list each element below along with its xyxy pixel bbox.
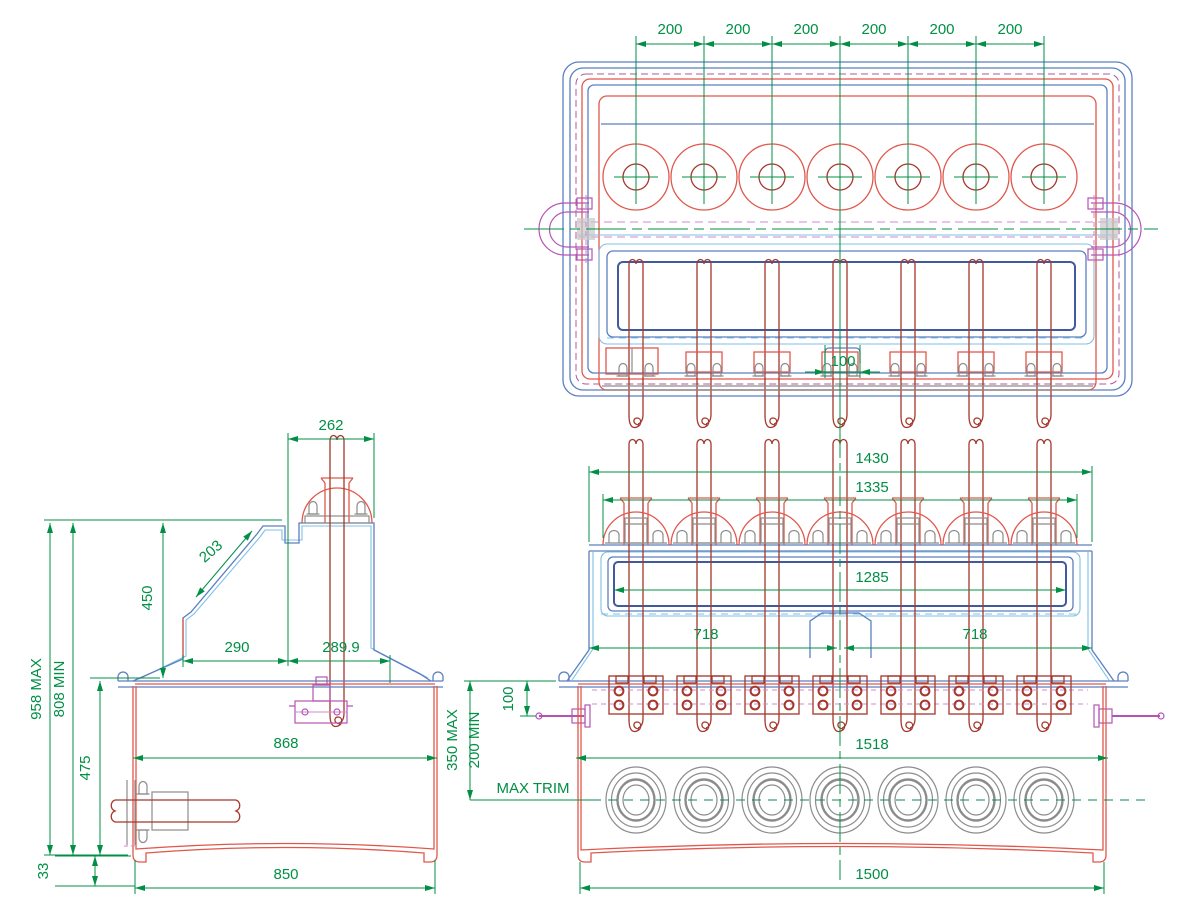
- front-view: 1430 1335 1285 718 718 100 350 MAX 200 M…: [444, 428, 1165, 894]
- side-terminal-bracket: [289, 676, 353, 724]
- side-cable-horizontal: [110, 780, 241, 847]
- dim-overall-min: 808 MIN: [51, 661, 68, 718]
- dim-cable-span: 1430: [855, 450, 888, 467]
- dim-liner-width: 1285: [855, 569, 888, 586]
- dim-flange-width: 868: [273, 735, 298, 752]
- dim-spacing-2: 200: [725, 21, 750, 38]
- dim-spacing-6: 200: [997, 21, 1022, 38]
- dim-chute-length: 203: [196, 537, 226, 566]
- dim-gland-span: 1335: [855, 479, 888, 496]
- dim-right-offset: 289.9: [322, 639, 360, 656]
- dim-base-width: 850: [273, 866, 298, 883]
- dim-stud-offset: 100: [500, 686, 517, 711]
- dim-flange-span: 1518: [855, 736, 888, 753]
- dim-left-half: 718: [693, 626, 718, 643]
- label-max-trim: MAX TRIM: [496, 780, 569, 797]
- seal-strip: [578, 221, 1117, 238]
- dim-left-offset: 290: [224, 639, 249, 656]
- cable-cleats-plan: [602, 347, 1093, 391]
- dim-overall-max: 958 MAX: [28, 658, 45, 720]
- dim-trim-max: 350 MAX: [444, 709, 461, 771]
- dim-top-width: 262: [318, 417, 343, 434]
- front-dimensions: 1430 1335 1285 718 718 100 350 MAX 200 M…: [444, 450, 1148, 894]
- side-flange: [117, 671, 444, 688]
- front-box: [577, 686, 1107, 863]
- dim-body-height: 475: [77, 755, 94, 780]
- plan-dimensions: 200 200 200 200 200 200 100: [635, 21, 1045, 430]
- earth-stud-right: [1093, 704, 1165, 728]
- dim-base-width-front: 1500: [855, 866, 888, 883]
- dim-spacing-4: 200: [861, 21, 886, 38]
- side-box: [132, 686, 438, 863]
- dim-lid-height: 450: [139, 585, 156, 610]
- earth-stud-left: [535, 704, 591, 728]
- dim-notch: 100: [830, 353, 855, 370]
- side-lid-profile: [132, 522, 432, 682]
- dim-spacing-1: 200: [657, 21, 682, 38]
- side-gland-dome: [301, 477, 373, 524]
- side-cable-vertical: [329, 434, 345, 728]
- dim-spacing-5: 200: [929, 21, 954, 38]
- side-view: 262 203 450 958 MAX 808 MIN 475 290 289.…: [28, 417, 444, 894]
- dim-foot-height: 33: [35, 863, 52, 880]
- dim-right-half: 718: [962, 626, 987, 643]
- dim-spacing-3: 200: [793, 21, 818, 38]
- top-view: 200 200 200 200 200 200 100: [524, 21, 1158, 430]
- dim-trim-min: 200 MIN: [466, 712, 483, 769]
